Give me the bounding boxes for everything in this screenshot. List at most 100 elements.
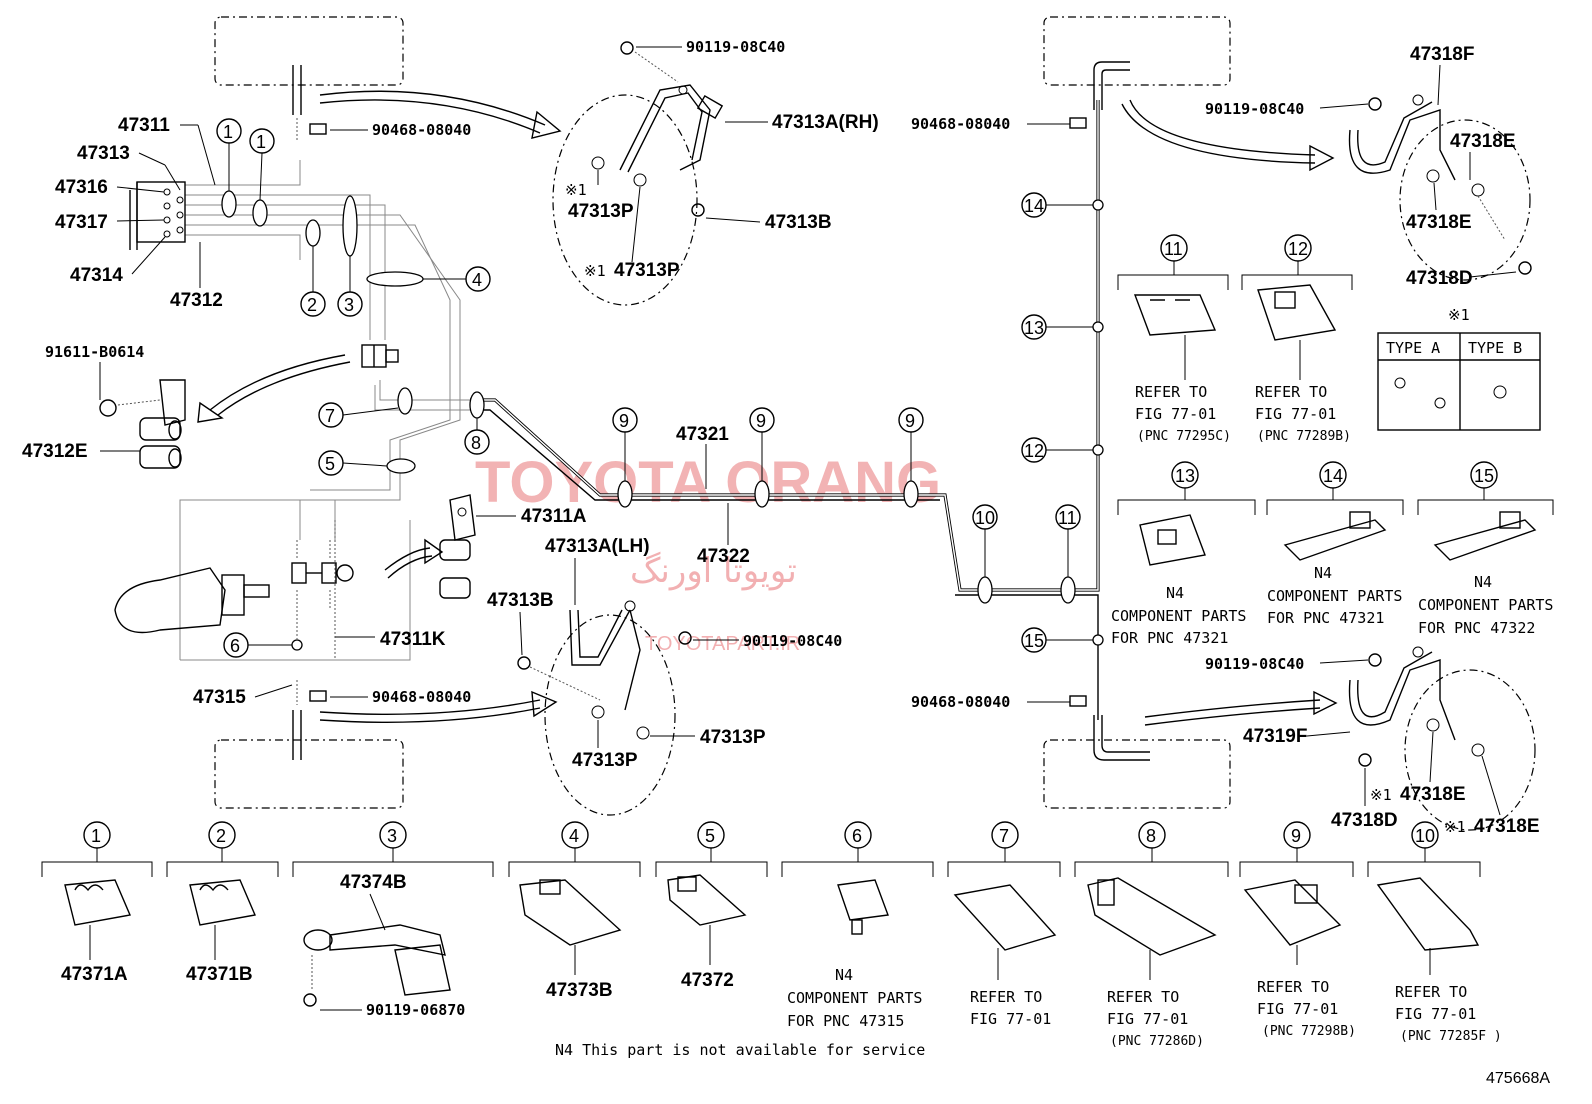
label-47311A: 47311A: [521, 506, 587, 527]
callout-3: 3: [337, 256, 363, 317]
label-47313A-LH: 47313A(LH): [545, 536, 650, 557]
x1-mark-c: ※1: [1370, 786, 1392, 804]
labels-left: 47311 47313 47316 47317 47314 47312 9161…: [22, 115, 471, 708]
svg-text:3: 3: [387, 826, 397, 846]
x1-mark-b: ※1: [584, 262, 606, 280]
svg-text:2: 2: [216, 826, 226, 846]
bottom-panel-1: 1 47371A: [41, 821, 153, 985]
svg-text:8: 8: [471, 433, 481, 453]
svg-text:3: 3: [344, 295, 354, 315]
svg-text:※1: ※1: [1448, 306, 1470, 324]
callout-9c: 9: [898, 407, 924, 481]
svg-text:11: 11: [1164, 239, 1183, 259]
svg-text:FOR PNC 47321: FOR PNC 47321: [1267, 609, 1384, 627]
callout-1b: 1: [249, 128, 275, 201]
svg-text:11: 11: [1058, 508, 1077, 528]
svg-text:13: 13: [1175, 466, 1195, 486]
x1-mark-a: ※1: [565, 181, 587, 199]
callout-12: 12: [1021, 437, 1093, 463]
callout-6: 6: [223, 632, 292, 658]
bottom-panel-10: 10 REFER TO FIG 77-01 (PNC 77285F ): [1367, 821, 1502, 1044]
clip-nodes: [221, 190, 1104, 651]
svg-text:REFER TO: REFER TO: [1255, 383, 1327, 401]
svg-text:1: 1: [256, 132, 266, 152]
label-90119-rt: 90119-08C40: [1205, 100, 1304, 118]
bottom-panel-7: 7 REFER TO FIG 77-01: [947, 821, 1061, 1028]
svg-text:REFER TO: REFER TO: [1107, 988, 1179, 1006]
label-47311: 47311: [118, 115, 170, 136]
svg-text:FIG 77-01: FIG 77-01: [1135, 405, 1216, 423]
svg-text:FIG 77-01: FIG 77-01: [1257, 1000, 1338, 1018]
label-47321: 47321: [676, 424, 729, 445]
svg-text:N4: N4: [835, 966, 853, 984]
callout-7: 7: [318, 402, 399, 428]
svg-text:4: 4: [569, 826, 579, 846]
watermark-main: TOYOTA ORANG: [475, 450, 941, 515]
svg-text:5: 5: [325, 454, 335, 474]
label-47318E-d: 47318E: [1474, 816, 1540, 837]
label-47322: 47322: [697, 546, 750, 567]
label-47312: 47312: [170, 290, 223, 311]
label-47313B-mid: 47313B: [487, 590, 554, 611]
main-brake-tubes: [179, 61, 1150, 761]
clip-panel-15: 15 N4 COMPONENT PARTS FOR PNC 47322: [1417, 461, 1554, 637]
label-47313P-a: 47313P: [568, 201, 634, 222]
svg-text:FIG 77-01: FIG 77-01: [1395, 1005, 1476, 1023]
bottom-panel-6: 6 N4 COMPONENT PARTS FOR PNC 47315: [781, 821, 934, 1030]
svg-text:12: 12: [1024, 441, 1044, 461]
clip-panel-12: 12 REFER TO FIG 77-01 (PNC 77289B): [1241, 234, 1353, 444]
callout-4: 4: [423, 266, 491, 292]
svg-text:47373B: 47373B: [546, 980, 613, 1001]
callout-2: 2: [300, 246, 326, 317]
svg-text:1: 1: [91, 826, 101, 846]
proportioning-valve-block: [361, 344, 399, 368]
svg-text:REFER TO: REFER TO: [1395, 983, 1467, 1001]
svg-text:6: 6: [852, 826, 862, 846]
clip-panel-13: 13 N4 COMPONENT PARTS FOR PNC 47321: [1111, 461, 1256, 647]
label-47313: 47313: [77, 143, 130, 164]
watermark-farsi: تویوتا اورنگ: [630, 551, 797, 591]
svg-text:REFER TO: REFER TO: [1257, 978, 1329, 996]
svg-text:FIG 77-01: FIG 77-01: [1107, 1010, 1188, 1028]
svg-text:47372: 47372: [681, 970, 734, 991]
svg-text:14: 14: [1024, 196, 1044, 216]
callout-14: 14: [1021, 192, 1093, 218]
svg-text:2: 2: [307, 295, 317, 315]
label-90468-top: 90468-08040: [372, 121, 471, 139]
labels-right: 90468-08040 90468-08040 47318F 90119-08C…: [911, 44, 1540, 837]
svg-text:N4: N4: [1166, 584, 1184, 602]
bracket-47312E: [99, 379, 186, 469]
svg-text:FOR PNC 47315: FOR PNC 47315: [787, 1012, 904, 1030]
label-47315: 47315: [193, 687, 246, 708]
label-47317: 47317: [55, 212, 108, 233]
svg-text:COMPONENT PARTS: COMPONENT PARTS: [1111, 607, 1246, 625]
svg-text:47374B: 47374B: [340, 872, 407, 893]
callout-5: 5: [318, 450, 388, 476]
svg-text:7: 7: [325, 406, 335, 426]
label-47313P-b: 47313P: [614, 260, 680, 281]
svg-text:(PNC 77285F ): (PNC 77285F ): [1400, 1029, 1502, 1044]
label-47313P-c: 47313P: [572, 750, 638, 771]
hose-rr-top: [1348, 94, 1532, 281]
master-cylinder-block: [129, 181, 186, 250]
wheel-area-boxes: [214, 16, 1231, 809]
svg-text:REFER TO: REFER TO: [1135, 383, 1207, 401]
svg-text:13: 13: [1024, 318, 1044, 338]
figure-id: 475668A: [1486, 1070, 1550, 1087]
bottom-panel-2: 2 47371B: [166, 821, 279, 985]
callout-9b: 9: [749, 407, 775, 481]
label-47319F: 47319F: [1243, 726, 1307, 747]
x1-mark-d: ※1: [1444, 818, 1466, 836]
svg-text:N4: N4: [1474, 573, 1492, 591]
bottom-panel-8: 8 REFER TO FIG 77-01 (PNC 77286D): [1074, 821, 1229, 1049]
bottom-panel-9: 9 REFER TO FIG 77-01 (PNC 77298B): [1239, 821, 1356, 1039]
label-47318F: 47318F: [1410, 44, 1474, 65]
label-90468-bot: 90468-08040: [372, 688, 471, 706]
svg-text:9: 9: [756, 411, 766, 431]
svg-text:15: 15: [1024, 631, 1044, 651]
svg-text:FIG 77-01: FIG 77-01: [1255, 405, 1336, 423]
type-a: TYPE A: [1386, 339, 1440, 357]
watermark-site: TOYOTAPART.IR: [645, 633, 800, 655]
label-47318E-a: 47318E: [1450, 131, 1516, 152]
